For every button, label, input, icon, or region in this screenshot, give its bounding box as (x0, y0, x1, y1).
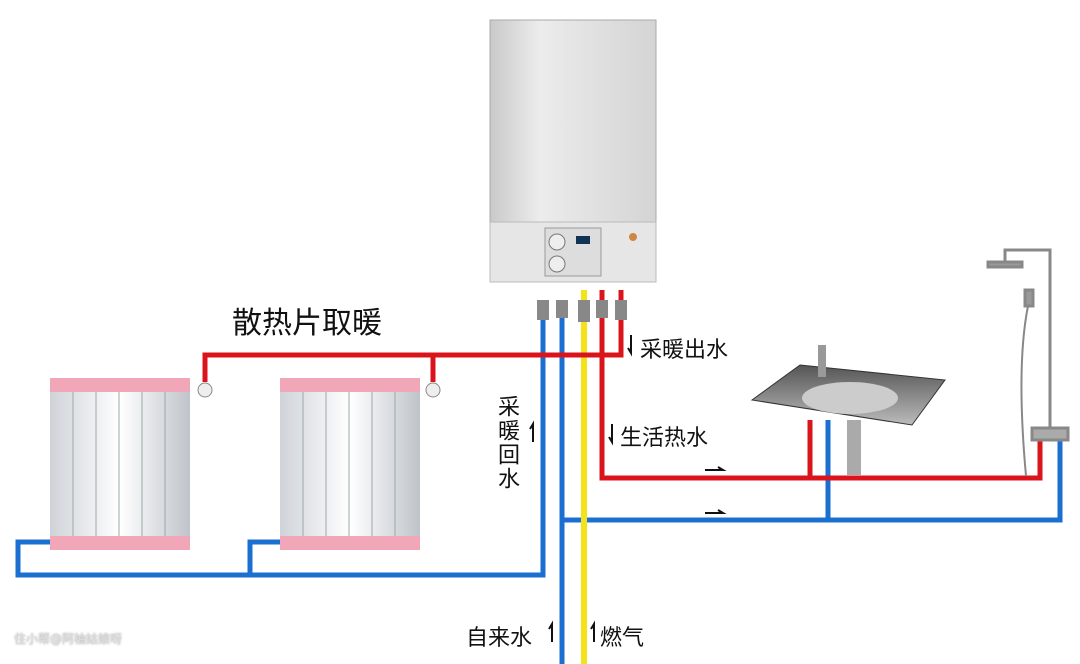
heating-supply-pipe (202, 290, 624, 382)
label-domestic-hot-water: 生活热水 (620, 426, 709, 451)
label-heating-return: 采暖回水 (494, 395, 519, 491)
label-heating-supply: 采暖出水 (640, 338, 729, 363)
arrow-right-hot (705, 466, 727, 471)
arrow-up-gas (590, 620, 595, 642)
watermark: 住小帮@阿柚姑娘呀 (14, 632, 123, 646)
wall-boiler (489, 19, 657, 322)
arrow-up-tap (548, 620, 553, 642)
arrow-down-supply (627, 335, 632, 357)
cold-water-branch (562, 440, 1063, 523)
diagram-title: 散热片取暖 (232, 306, 382, 341)
pipes (15, 290, 1063, 664)
heating-return-branch (247, 539, 282, 575)
radiator-1 (50, 378, 213, 550)
wash-basin (750, 345, 946, 475)
label-gas: 燃气 (600, 626, 645, 651)
arrow-right-cold (705, 509, 727, 514)
arrow-down-hot (608, 424, 613, 446)
arrow-up-return (529, 420, 534, 442)
heating-return-pipe (15, 300, 546, 578)
shower (986, 248, 1070, 477)
flow-arrows (529, 335, 727, 642)
radiator-2 (280, 378, 441, 550)
hot-water-pipe (599, 290, 1043, 481)
label-tap-water: 自来水 (466, 626, 533, 651)
